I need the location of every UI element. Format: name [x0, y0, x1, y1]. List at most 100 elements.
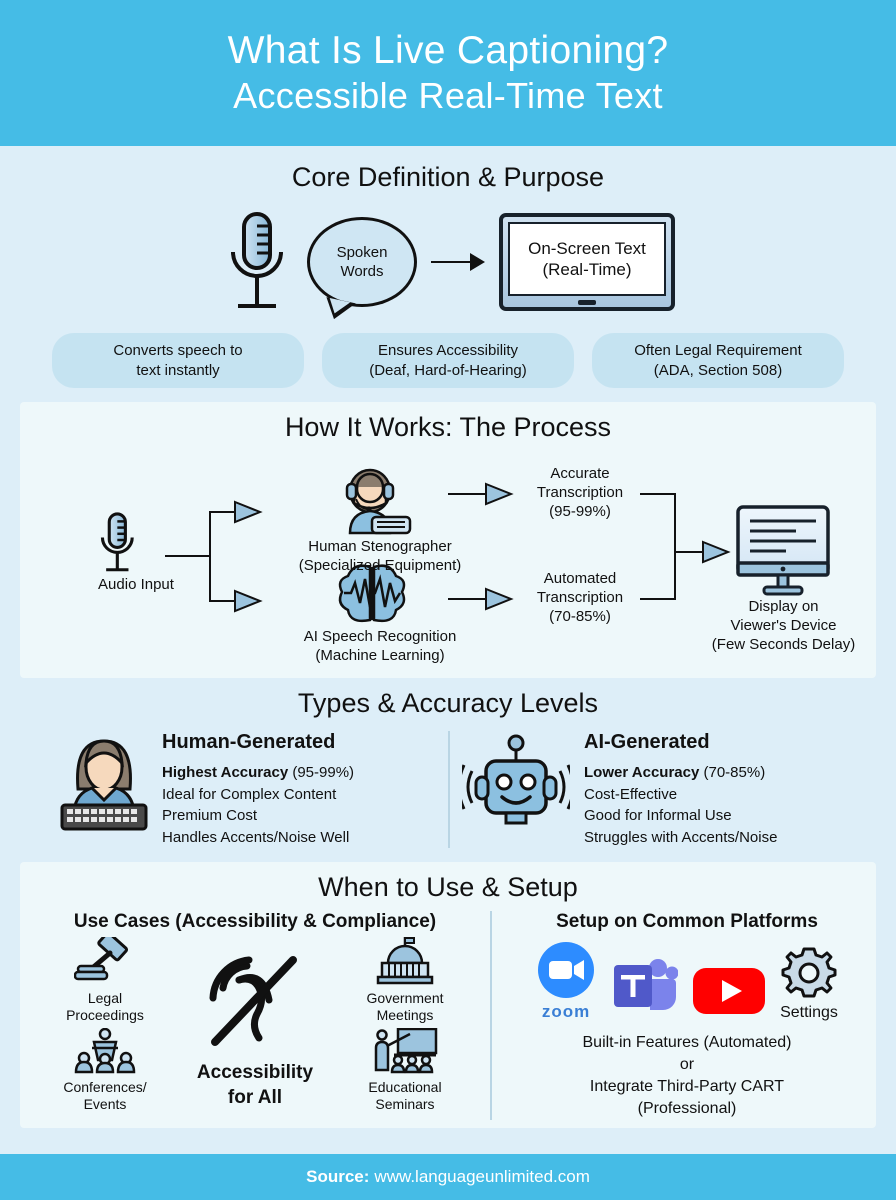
pill-line1: Often Legal Requirement — [634, 341, 802, 359]
list-item: Handles Accents/Noise Well — [162, 827, 354, 849]
use-case-conferences-line1: Conferences/ — [63, 1079, 147, 1095]
benefit-pill: Converts speech to text instantly — [52, 333, 304, 388]
accurate-line3: (95-99%) — [549, 503, 611, 520]
platform-zoom[interactable]: zoom — [536, 941, 596, 1022]
core-arrow-icon — [431, 253, 485, 271]
core-diagram: Spoken Words On-Screen Text (Real-Time) — [0, 203, 896, 321]
setup-column: Setup on Common Platforms zoom — [490, 911, 876, 1120]
core-section-title: Core Definition & Purpose — [291, 162, 605, 192]
deaf-ear-icon — [209, 955, 297, 1046]
list-item: Good for Informal Use — [584, 805, 777, 827]
use-cases-right-column: Government Meetings — [345, 937, 465, 1117]
bubble-line1: Spoken — [336, 244, 388, 261]
gavel-icon — [73, 931, 129, 981]
zoom-wordmark: zoom — [541, 1002, 591, 1021]
accessibility-line2: for All — [227, 1086, 283, 1108]
benefit-pill: Often Legal Requirement (ADA, Section 50… — [592, 333, 844, 388]
bullet-rest: Struggles with Accents/Noise — [584, 828, 778, 846]
audio-input-label: Audio Input — [98, 576, 174, 593]
accurate-line1: Accurate — [550, 465, 610, 482]
setup-note: Built-in Features (Automated) or Integra… — [498, 1032, 876, 1120]
flow-connectors — [100, 468, 830, 623]
use-case-conferences: Conferences/ Events — [45, 1027, 165, 1113]
use-case-government-line1: Government — [366, 990, 444, 1006]
accessibility-line1: Accessibility — [196, 1061, 314, 1083]
pill-line1: Ensures Accessibility — [377, 341, 519, 359]
use-case-legal-line1: Legal — [87, 990, 123, 1006]
types-columns: Human-Generated Highest Accuracy (95-99%… — [0, 731, 896, 848]
list-item: Premium Cost — [162, 805, 354, 827]
bullet-rest: Good for Informal Use — [584, 807, 732, 824]
automated-line2: Transcription — [536, 589, 624, 606]
ai-generated-list: Lower Accuracy (70-85%) Cost-Effective G… — [584, 762, 777, 848]
bullet-strong: Highest Accuracy — [162, 764, 289, 781]
monitor-line1: On-Screen Text — [528, 239, 646, 258]
when-section-title: When to Use & Setup — [318, 872, 578, 902]
platform-teams[interactable] — [610, 955, 679, 1022]
onscreen-text-monitor: On-Screen Text (Real-Time) — [499, 213, 675, 311]
bullet-rest: Ideal for Complex Content — [162, 785, 337, 803]
settings-gear-icon — [781, 947, 837, 998]
use-cases-column: Use Cases (Accessibility & Compliance) L… — [20, 911, 490, 1120]
use-case-educational-line1: Educational — [368, 1079, 442, 1095]
setup-note-line1: Built-in Features (Automated) — [582, 1034, 792, 1051]
bullet-rest: (70-85%) — [699, 764, 766, 781]
zoom-logo — [538, 942, 595, 998]
bullet-rest: (95-99%) — [288, 764, 355, 781]
use-case-legal: Legal Proceedings — [45, 931, 165, 1024]
platform-youtube[interactable] — [692, 965, 766, 1022]
display-line1: Display on — [748, 598, 819, 615]
capitol-building-icon — [376, 937, 434, 985]
automated-line3: (70-85%) — [549, 608, 611, 625]
bullet-rest: Cost-Effective — [584, 785, 678, 803]
use-case-conferences-line2: Events — [83, 1096, 127, 1112]
page-title-line1: What Is Live Captioning? — [227, 29, 669, 72]
accurate-transcription-label: Accurate Transcription (95-99%) — [505, 464, 655, 521]
footer-source-label: Source: — [306, 1167, 370, 1186]
platform-logos: zoom — [498, 941, 876, 1022]
setup-note-line4: (Professional) — [637, 1100, 737, 1117]
ai-speech-line2: (Machine Learning) — [315, 647, 445, 664]
classroom-teacher-icon — [374, 1027, 438, 1074]
use-cases-heading: Use Cases (Accessibility & Compliance) — [73, 911, 437, 932]
human-stenographer-label: Human Stenographer (Specialized Equipmen… — [265, 537, 495, 575]
use-case-legal-line2: Proceedings — [66, 1007, 144, 1023]
when-to-use-section: When to Use & Setup Use Cases (Accessibi… — [20, 862, 876, 1128]
pill-line1: Converts speech to — [113, 341, 243, 359]
conference-podium-icon — [74, 1027, 136, 1074]
use-case-educational: Educational Seminars — [345, 1027, 465, 1113]
setup-note-line2: or — [679, 1056, 695, 1073]
automated-line1: Automated — [543, 570, 617, 587]
pill-line2: (Deaf, Hard-of-Hearing) — [369, 361, 527, 379]
monitor-base-icon — [578, 300, 596, 305]
bullet-rest: Handles Accents/Noise Well — [162, 828, 350, 846]
bullet-strong: Lower Accuracy — [584, 764, 700, 781]
list-item: Struggles with Accents/Noise — [584, 827, 777, 849]
automated-transcription-label: Automated Transcription (70-85%) — [505, 569, 655, 626]
pill-line2: text instantly — [136, 361, 220, 379]
settings-label: Settings — [780, 1004, 838, 1021]
use-case-educational-line2: Seminars — [375, 1096, 435, 1112]
woman-with-keyboard-icon — [60, 739, 148, 831]
spoken-words-bubble: Spoken Words — [307, 217, 417, 307]
pill-line2: (ADA, Section 508) — [653, 361, 783, 379]
types-section-title: Types & Accuracy Levels — [297, 688, 599, 718]
list-item: Ideal for Complex Content — [162, 784, 354, 806]
human-generated-list: Highest Accuracy (95-99%) Ideal for Comp… — [162, 762, 354, 848]
display-output-label: Display on Viewer's Device (Few Seconds … — [696, 597, 871, 654]
use-cases-left-column: Legal Proceedings — [45, 931, 165, 1117]
benefit-pill: Ensures Accessibility (Deaf, Hard-of-Hea… — [322, 333, 574, 388]
human-stenographer-line2: (Specialized Equipment) — [298, 557, 462, 574]
page-header: What Is Live Captioning? Accessible Real… — [0, 0, 896, 146]
setup-note-line3: Integrate Third-Party CART — [589, 1078, 785, 1095]
human-generated-heading: Human-Generated — [162, 731, 336, 753]
platform-settings[interactable]: Settings — [780, 947, 838, 1022]
process-flow-diagram: Audio Input Human Stenographer (Speciali… — [20, 449, 876, 664]
ai-speech-line1: AI Speech Recognition — [303, 628, 457, 645]
display-line2: Viewer's Device — [730, 617, 837, 634]
ai-generated-column: AI-Generated Lower Accuracy (70-85%) Cos… — [448, 731, 848, 848]
list-item: Cost-Effective — [584, 784, 777, 806]
youtube-logo — [693, 968, 766, 1014]
use-case-government-line2: Meetings — [376, 1007, 434, 1023]
